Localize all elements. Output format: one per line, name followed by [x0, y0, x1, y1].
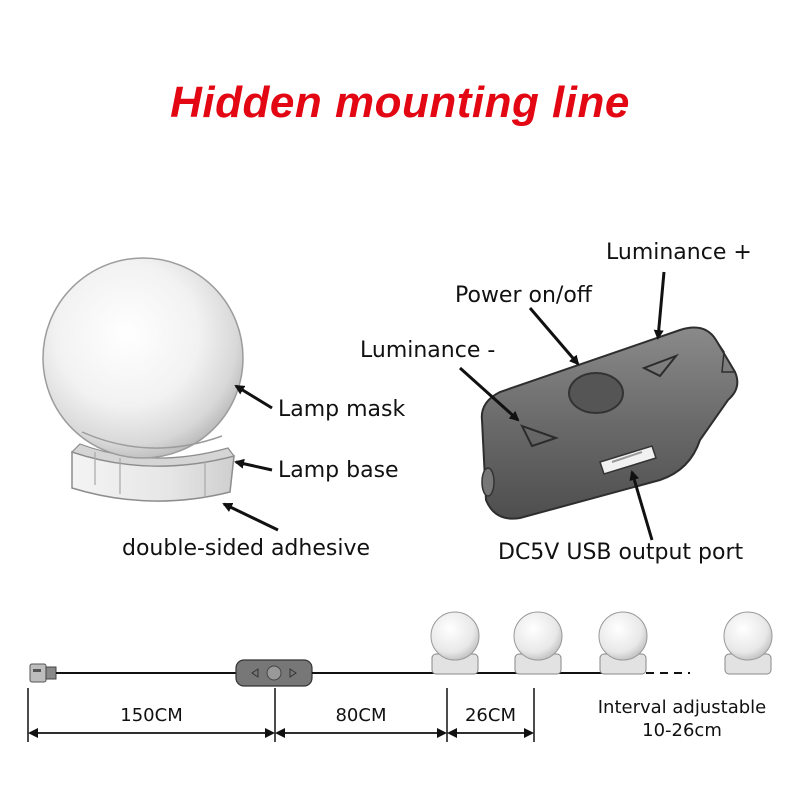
luminance-minus-arrow: [458, 366, 520, 422]
interval-label-line1: Interval adjustable: [597, 697, 767, 718]
lamp-illustration: [42, 257, 244, 502]
power-arrow: [528, 307, 580, 366]
dimension-lines: [27, 688, 535, 742]
luminance-minus-label: Luminance -: [360, 338, 496, 363]
lamp-string-illustration: [29, 611, 773, 687]
usb-port-label: DC5V USB output port: [498, 540, 744, 565]
lamp-spacing-label: 26CM: [464, 705, 516, 726]
lamp-mask-label: Lamp mask: [278, 397, 406, 422]
small-lamp-1: [430, 611, 480, 675]
luminance-plus-symbol: [641, 353, 680, 378]
adhesive-label: double-sided adhesive: [122, 536, 371, 561]
dimmer-switch-illustration: [480, 326, 739, 520]
lamp-mask-arrow: [234, 384, 273, 410]
power-label: Power on/off: [455, 283, 592, 308]
adhesive-arrow: [222, 502, 279, 532]
small-lamp-4: [723, 611, 773, 675]
lamp-base-arrow: [234, 458, 273, 472]
power-button-shape: [568, 372, 624, 414]
luminance-minus-symbol: [519, 424, 560, 448]
usb-port-arrow: [629, 470, 654, 541]
lamp-mask-shape: [42, 257, 244, 459]
interval-label-line2: 10-26cm: [642, 720, 722, 741]
small-lamp-2: [513, 611, 563, 675]
small-lamp-3: [598, 611, 648, 675]
switch-distance-label: 80CM: [335, 705, 387, 726]
luminance-plus-label: Luminance +: [606, 240, 752, 265]
cable-length-label: 150CM: [120, 705, 183, 726]
luminance-plus-arrow: [653, 271, 666, 340]
lamp-base-label: Lamp base: [278, 458, 399, 483]
diagram-title: Hidden mounting line: [170, 78, 630, 127]
